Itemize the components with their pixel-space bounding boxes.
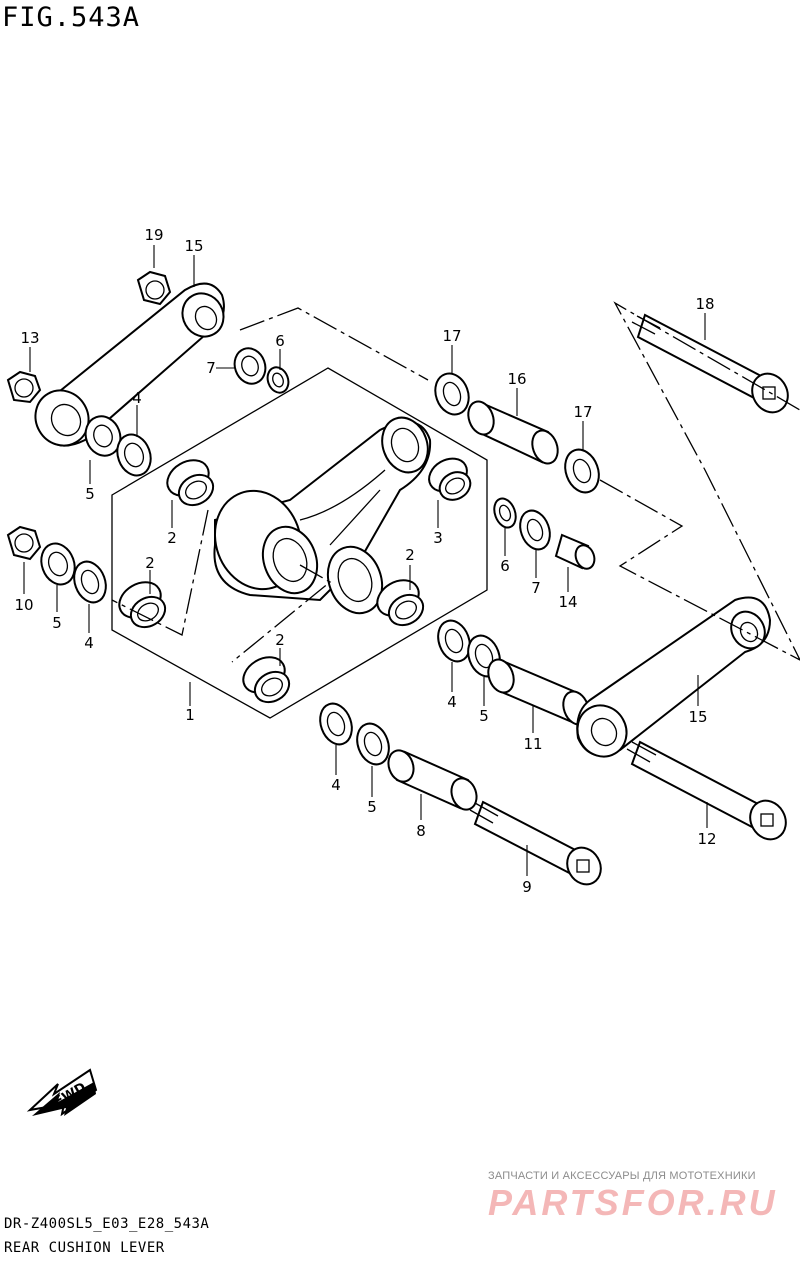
callout-5: 5 — [367, 798, 377, 816]
figure-title: FIG.543A — [2, 2, 141, 33]
callout-1: 1 — [185, 706, 195, 724]
bolt-9 — [469, 800, 602, 886]
needle-bearing-3 — [428, 457, 472, 501]
watermark-tagline: ЗАПЧАСТИ И АКСЕССУАРЫ ДЛЯ МОТОТЕХНИКИ — [488, 1170, 756, 1182]
callout-7: 7 — [206, 359, 216, 377]
callout-6: 6 — [275, 332, 285, 350]
callout-5: 5 — [479, 707, 489, 725]
callout-19: 19 — [144, 226, 163, 244]
spacer-16 — [467, 400, 559, 465]
callout-13: 13 — [20, 329, 39, 347]
callout-5: 5 — [85, 485, 95, 503]
assembly-centerlines — [111, 301, 800, 663]
callout-2: 2 — [145, 554, 155, 572]
callout-9: 9 — [522, 878, 532, 896]
needle-bearing-2-left — [118, 581, 167, 629]
callout-17: 17 — [442, 327, 461, 345]
callout-15: 15 — [184, 237, 203, 255]
bolt-18 — [631, 313, 789, 414]
nut-10 — [6, 525, 42, 561]
washer-group-right — [319, 448, 600, 766]
callout-16: 16 — [507, 370, 526, 388]
needle-bearing-2-bottom — [242, 656, 291, 704]
callout-11: 11 — [523, 735, 542, 753]
leader-lines — [23, 245, 708, 876]
needle-bearing-2-right — [376, 579, 425, 627]
callout-10: 10 — [14, 596, 33, 614]
cushion-rod-15-lower — [576, 596, 772, 758]
washer-group-left — [40, 415, 152, 604]
callout-5: 5 — [52, 614, 62, 632]
callout-15: 15 — [688, 708, 707, 726]
callout-4: 4 — [84, 634, 94, 652]
callout-2: 2 — [405, 546, 415, 564]
callout-18: 18 — [695, 295, 714, 313]
collar-14 — [554, 533, 596, 570]
callout-4: 4 — [447, 693, 457, 711]
callout-labels: 1 2 2 2 2 3 4 4 4 4 5 5 5 5 6 6 7 7 8 9 … — [14, 226, 716, 896]
spacer-11 — [487, 658, 590, 726]
callout-8: 8 — [416, 822, 426, 840]
washer-group-upper — [233, 347, 470, 416]
spacer-8 — [387, 749, 478, 811]
section-name: REAR CUSHION LEVER — [4, 1240, 165, 1256]
nut-19 — [136, 270, 172, 306]
bolt-12 — [626, 740, 787, 841]
callout-4: 4 — [331, 776, 341, 794]
callout-14: 14 — [558, 593, 577, 611]
lever-body-outline — [111, 367, 488, 719]
callout-6: 6 — [500, 557, 510, 575]
callout-2: 2 — [167, 529, 177, 547]
model-code: DR-Z400SL5_E03_E28_543A — [4, 1216, 210, 1232]
watermark-logo: PARTSFOR.RU — [488, 1182, 778, 1223]
callout-12: 12 — [697, 830, 716, 848]
cushion-lever — [213, 416, 432, 615]
cushion-rod-15-upper — [34, 282, 225, 447]
callout-3: 3 — [433, 529, 443, 547]
callout-2: 2 — [275, 631, 285, 649]
nut-13 — [6, 370, 42, 404]
callout-7: 7 — [531, 579, 541, 597]
callout-4: 4 — [132, 389, 142, 407]
fwd-arrow-icon: FWD — [26, 1068, 98, 1117]
callout-17: 17 — [573, 403, 592, 421]
needle-bearing-2-top — [166, 459, 215, 507]
